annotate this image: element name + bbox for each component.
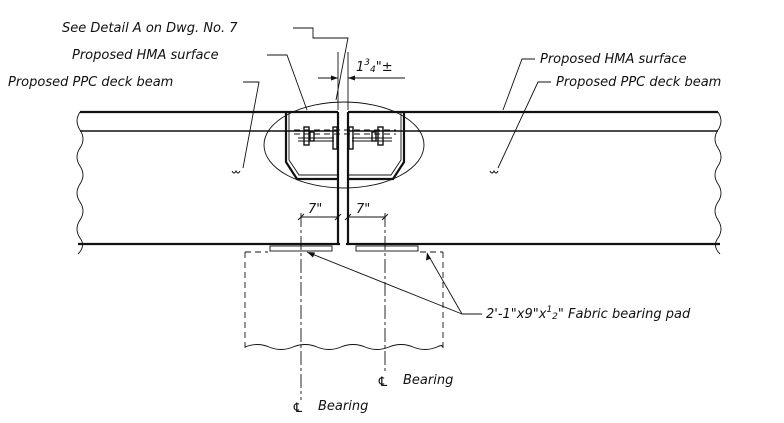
beam-joint: [284, 112, 406, 244]
fabric-bearing-pad-label: 2'-1"x9"x12" Fabric bearing pad: [486, 305, 691, 322]
ppc-deck-beam-left-label: Proposed PPC deck beam: [8, 75, 173, 90]
bearing-left-callout: ℄ Bearing: [292, 399, 368, 416]
bearing-right-callout: ℄ Bearing: [377, 373, 453, 390]
centerline-symbol-left: ℄: [292, 401, 304, 416]
ppc-deck-beam-left-leader: [242, 81, 260, 169]
bearing-left-label: Bearing: [318, 399, 368, 414]
left-deck-beam: [76, 110, 340, 255]
hma-surface-left-leader: [267, 54, 308, 111]
hma-surface-left-label: Proposed HMA surface: [72, 48, 219, 63]
substructure-support: [244, 251, 444, 352]
centerline-symbol-right: ℄: [377, 375, 389, 390]
right-deck-beam: [346, 110, 722, 255]
gap-label: 134"±: [356, 58, 393, 75]
bearing-right-label: Bearing: [403, 373, 453, 388]
left-beam-hatch-mark: [231, 169, 241, 174]
dim-left-7in: 7": [308, 202, 322, 217]
ppc-deck-beam-right-leader: [497, 81, 551, 169]
hma-surface-right-leader: [502, 58, 535, 111]
ppc-deck-beam-right-label: Proposed PPC deck beam: [556, 75, 721, 90]
dim-right-7in: 7": [356, 202, 370, 217]
right-bearing-pad: [355, 245, 419, 252]
detail-a-leader: [293, 27, 349, 101]
bearing-pads: [269, 245, 419, 252]
fabric-bearing-pad-callout: 2'-1"x9"x12" Fabric bearing pad: [306, 251, 691, 322]
joint-gap-dimension: 134"±: [318, 52, 405, 110]
detail-a-ellipse: [263, 101, 425, 189]
bearing-offset-dimensions: 7" 7": [297, 202, 389, 221]
detail-a-reference-label: See Detail A on Dwg. No. 7: [62, 21, 238, 36]
hma-surface-right-label: Proposed HMA surface: [540, 52, 687, 67]
right-beam-hatch-mark: [489, 169, 499, 174]
